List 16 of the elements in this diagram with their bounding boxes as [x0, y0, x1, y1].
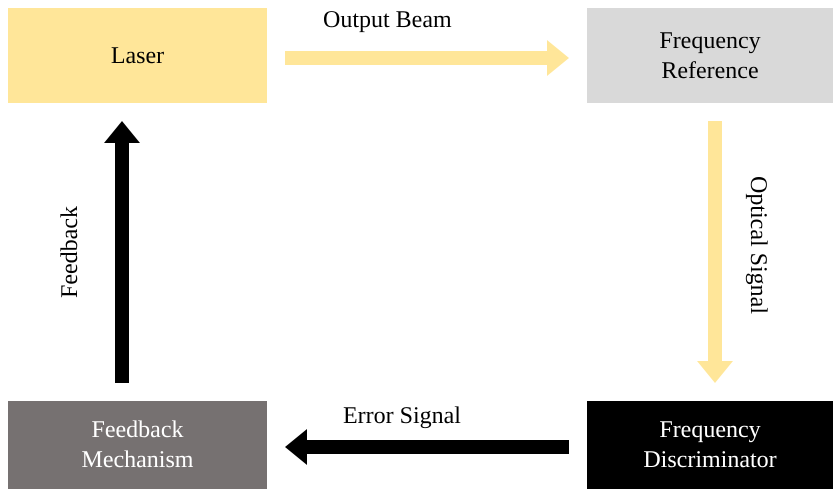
box-label: Frequency Reference [658, 26, 762, 86]
box-label: Feedback Mechanism [80, 416, 194, 475]
process-box [8, 8, 267, 103]
arrow [285, 429, 569, 465]
edge-label: Feedback [56, 206, 84, 298]
box-label: Laser [110, 42, 166, 70]
edge-label: Output Beam [323, 6, 452, 34]
arrow [285, 40, 569, 76]
arrow [104, 121, 140, 383]
arrow [697, 121, 733, 383]
process-box [587, 8, 833, 103]
process-box [8, 401, 267, 489]
box-label: Frequency Discriminator [642, 416, 778, 475]
edge-label: Optical Signal [744, 176, 772, 314]
edge-label: Error Signal [343, 402, 461, 430]
process-box [587, 401, 833, 489]
